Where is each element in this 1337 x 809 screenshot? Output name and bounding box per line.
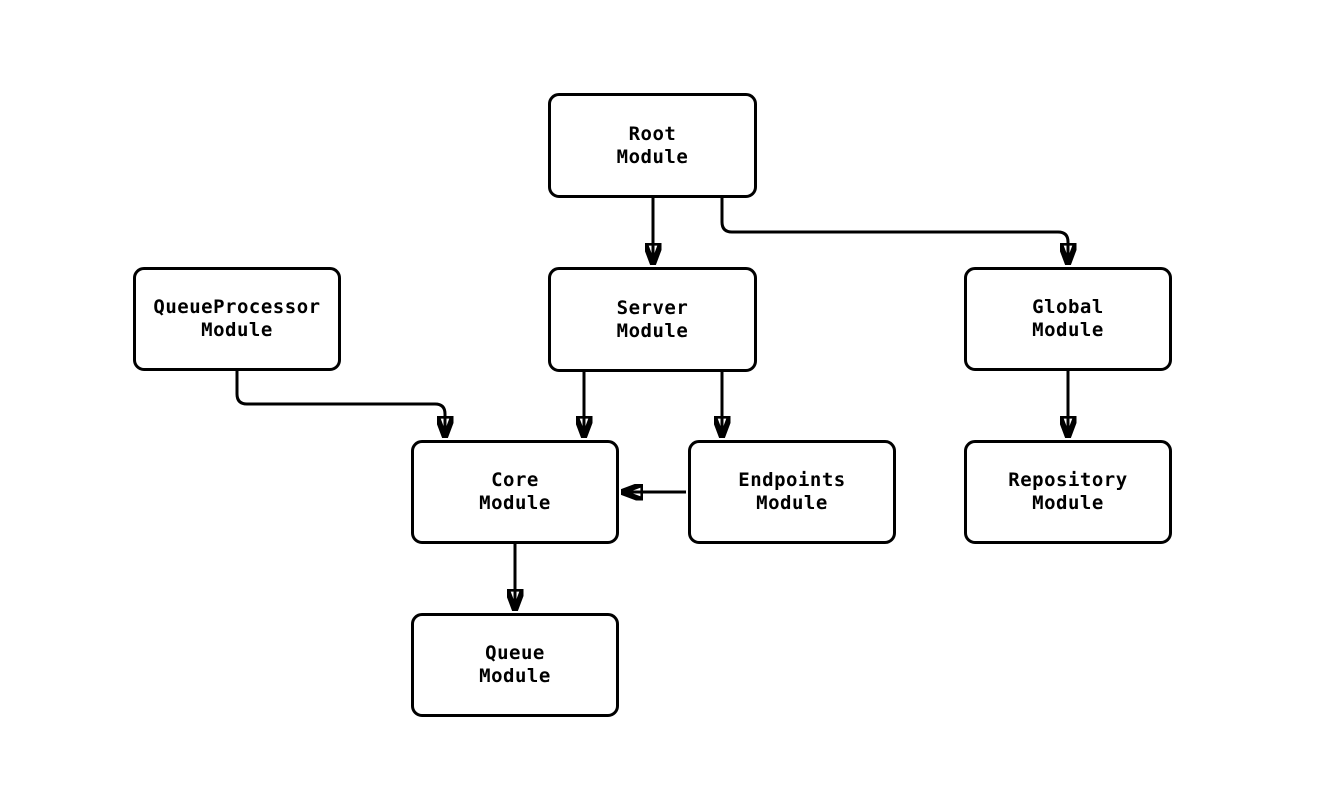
node-global-label-line1: Global xyxy=(1032,296,1104,318)
node-root-label-line1: Root xyxy=(628,122,677,145)
node-endpoints-label-line2: Module xyxy=(756,492,828,514)
node-endpoints-label-line1: Endpoints xyxy=(738,469,846,491)
node-core-label-line2: Module xyxy=(479,492,551,514)
edge-queueprocessor-to-core xyxy=(235,371,445,436)
node-global-label-line2: Module xyxy=(1032,319,1104,341)
node-core-module: Core Module xyxy=(411,440,619,544)
node-root-module: Root Module xyxy=(548,93,757,198)
node-server-module: Server Module xyxy=(548,267,757,372)
node-repository-module: Repository Module xyxy=(964,440,1172,544)
node-queue-label-line2: Module xyxy=(479,665,551,687)
edge-root-to-global xyxy=(720,198,1068,263)
node-queueprocessor-label-line2: Module xyxy=(201,319,273,341)
node-queueprocessor-module: QueueProcessor Module xyxy=(133,267,341,371)
node-core-label-line1: Core xyxy=(491,469,539,491)
node-queue-label-line1: Queue xyxy=(485,642,545,664)
node-server-label-line1: Server xyxy=(616,296,689,319)
node-root-label-line2: Module xyxy=(616,145,689,168)
node-queue-module: Queue Module xyxy=(411,613,619,717)
node-endpoints-module: Endpoints Module xyxy=(688,440,896,544)
node-repository-label-line1: Repository xyxy=(1008,469,1128,491)
node-server-label-line2: Module xyxy=(616,319,689,342)
node-global-module: Global Module xyxy=(964,267,1172,371)
node-repository-label-line2: Module xyxy=(1032,492,1104,514)
node-queueprocessor-label-line1: QueueProcessor xyxy=(153,296,321,318)
